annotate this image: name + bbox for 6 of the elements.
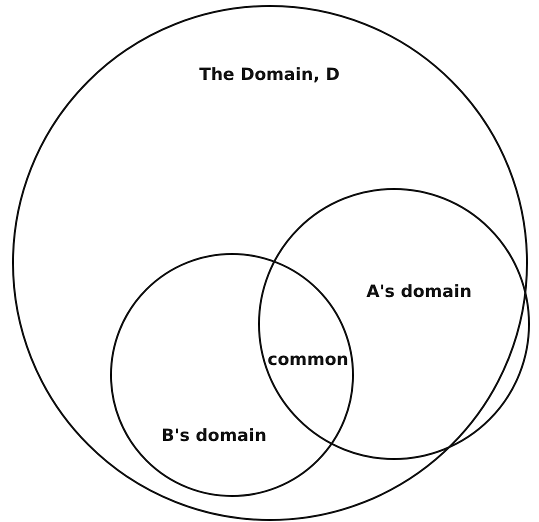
set-circle — [12, 5, 528, 521]
set-circle — [110, 252, 354, 496]
set-label: The Domain, D — [199, 64, 340, 84]
set-label: A's domain — [366, 282, 472, 302]
set-label: B's domain — [161, 426, 267, 446]
overlap-label: common — [268, 350, 348, 370]
